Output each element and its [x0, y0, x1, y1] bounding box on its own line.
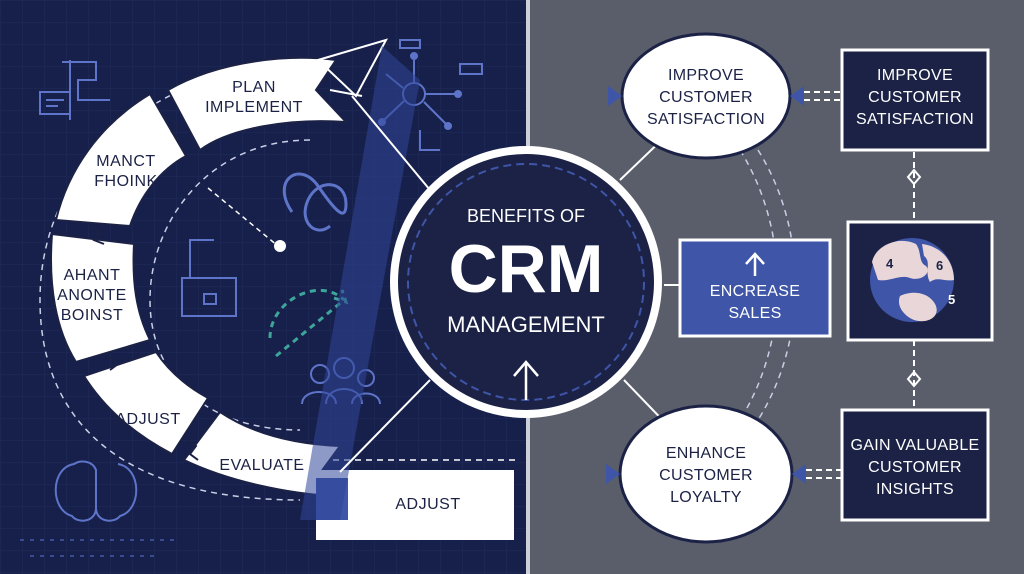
- text-line: GAIN VALUABLE: [851, 437, 980, 454]
- puzzle-icon: 4 6 5: [870, 238, 955, 322]
- box-top-text: IMPROVE CUSTOMER SATISFACTION: [856, 67, 974, 128]
- segment-joint-arrows: [89, 117, 199, 461]
- hub-line-1: BENEFITS OF: [467, 206, 585, 226]
- cycle-label-evaluate: EVALUATE: [219, 457, 304, 474]
- right-arc-2: [757, 149, 797, 421]
- dashed-decor: [20, 539, 180, 557]
- puzzle-number-1: 4: [886, 256, 894, 271]
- bubble-bottom-text: ENHANCE CUSTOMER LOYALTY: [659, 445, 753, 506]
- bubble-enhance-loyalty[interactable]: ENHANCE CUSTOMER LOYALTY: [606, 404, 806, 544]
- bubble-improve-satisfaction[interactable]: IMPROVE CUSTOMER SATISFACTION: [608, 32, 804, 160]
- text-line: ENHANCE: [666, 445, 746, 462]
- hub-line-2: CRM: [449, 231, 604, 307]
- text-line: ADJUST: [115, 411, 180, 428]
- brain-icon: [54, 460, 138, 522]
- increase-sales-box[interactable]: ENCREASE SALES: [678, 238, 832, 338]
- circuit-icon: [39, 60, 110, 120]
- puzzle-number-3: 5: [948, 292, 955, 307]
- text-line: ANONTE: [57, 287, 127, 304]
- box-gain-insights[interactable]: GAIN VALUABLE CUSTOMER INSIGHTS: [840, 408, 990, 522]
- connector-diamonds: [906, 168, 922, 388]
- text-line: AHANT: [64, 267, 121, 284]
- box-improve-satisfaction[interactable]: IMPROVE CUSTOMER SATISFACTION: [840, 48, 990, 152]
- bubble-top-text: IMPROVE CUSTOMER SATISFACTION: [647, 67, 765, 128]
- cycle-connector-line: [207, 187, 279, 247]
- puzzle-number-2: 6: [936, 258, 943, 273]
- text-line: CUSTOMER: [868, 89, 962, 106]
- text-line: CUSTOMER: [659, 89, 753, 106]
- text-line: CUSTOMER: [659, 467, 753, 484]
- plan-arrow-line: [329, 89, 363, 97]
- cycle-node: [274, 240, 286, 252]
- text-line: INSIGHTS: [876, 481, 954, 498]
- text-line: IMPROVE: [877, 67, 953, 84]
- text-line: SATISFACTION: [856, 111, 974, 128]
- cycle-label-ahant: AHANT ANONTE BOINST: [57, 267, 127, 324]
- text-line: FHOINK: [94, 173, 157, 190]
- increase-sales-text: ENCREASE SALES: [710, 283, 800, 322]
- diagonal-accent: [300, 46, 420, 520]
- cycle-label-adjust: ADJUST: [115, 411, 180, 428]
- up-arrow-icon: [513, 360, 539, 400]
- cycle-label-plan: PLAN IMPLEMENT: [205, 79, 303, 116]
- cycle-segment-ahant[interactable]: [50, 232, 152, 364]
- crm-hub: BENEFITS OF CRM MANAGEMENT: [390, 146, 662, 418]
- hub-line-3: MANAGEMENT: [447, 312, 605, 337]
- cycle-segment-adjust[interactable]: [82, 350, 210, 456]
- sales-up-arrow-icon: [745, 252, 765, 276]
- cycle-label-manct: MANCT FHOINK: [94, 153, 157, 190]
- text-line: PLAN: [232, 79, 276, 96]
- right-connectors: [804, 91, 915, 479]
- infinity-icon: [282, 172, 348, 232]
- text-line: BOINST: [61, 307, 124, 324]
- adjust-box-label: ADJUST: [395, 496, 460, 513]
- text-line: CUSTOMER: [868, 459, 962, 476]
- right-arc-1: [739, 149, 779, 421]
- cycle-segment-plan[interactable]: [166, 56, 349, 152]
- box-bottom-text: GAIN VALUABLE CUSTOMER INSIGHTS: [851, 437, 980, 498]
- box-icon: [181, 239, 237, 317]
- plan-arrow-head: [316, 38, 389, 98]
- text-line: SATISFACTION: [647, 111, 765, 128]
- text-line: LOYALTY: [670, 489, 742, 506]
- puzzle-box: 4 6 5: [846, 220, 994, 342]
- cycle-segment-manct[interactable]: [54, 92, 188, 228]
- text-line: SALES: [728, 305, 781, 322]
- text-line: ENCREASE: [710, 283, 800, 300]
- text-line: EVALUATE: [219, 457, 304, 474]
- adjust-box[interactable]: [316, 470, 514, 540]
- text-line: IMPROVE: [668, 67, 744, 84]
- text-line: MANCT: [96, 153, 155, 170]
- text-line: IMPLEMENT: [205, 99, 303, 116]
